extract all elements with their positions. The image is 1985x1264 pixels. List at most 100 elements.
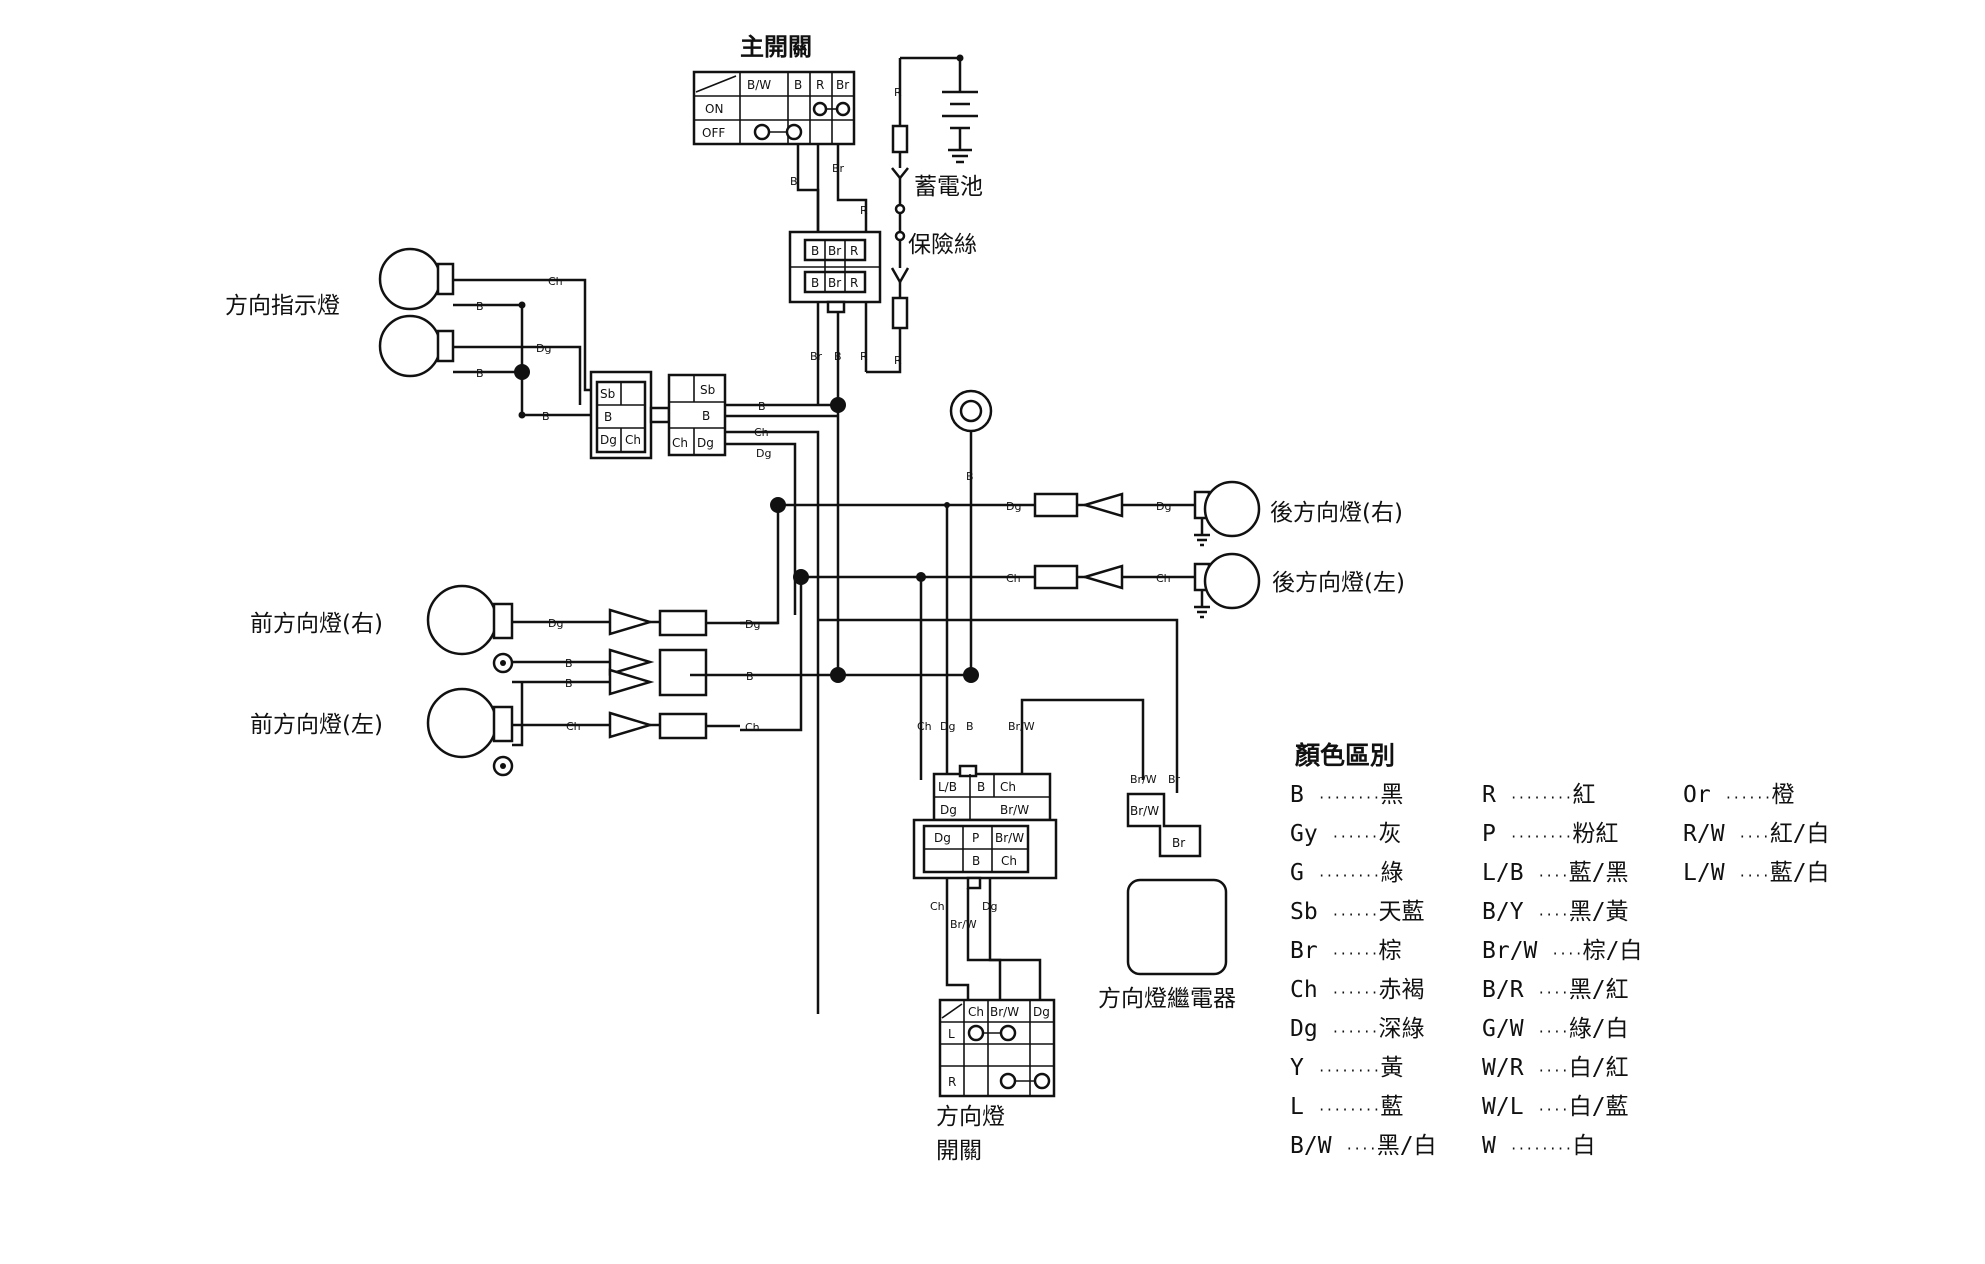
rear-right-label: 後方向燈(右) (1270, 500, 1403, 526)
wire-label-brw-relay: Br/W (1130, 773, 1157, 786)
wire-label-b-lug: B (966, 470, 974, 483)
wire-label-ch-bus: Ch (1006, 572, 1021, 585)
main-conn-bot-r: R (850, 276, 858, 290)
wire-label-ch-3: Ch (754, 426, 769, 439)
front-turn-left: 前方向燈(左) Ch Ch (250, 682, 760, 777)
relay-pin-br: Br (1172, 836, 1185, 850)
legend-entry: Sb ······天藍 (1290, 899, 1425, 925)
wire-label-br-2: Br (810, 350, 823, 363)
ground-lug: B (949, 389, 993, 670)
fuse-label: 保險絲 (908, 232, 977, 258)
wire-label-b-1: B (790, 175, 798, 188)
wire-label-ch-ind: Ch (548, 275, 563, 288)
sw-bot-b: B (972, 854, 980, 868)
turn-sw-col-ch: Ch (968, 1005, 984, 1019)
sw-top-b: B (977, 780, 985, 794)
legend-entry: Dg ······深綠 (1290, 1016, 1425, 1042)
ind-left-dg: Dg (600, 433, 617, 447)
turn-sw-row-r: R (948, 1075, 956, 1089)
ind-left-sb: Sb (600, 387, 615, 401)
front-left-label: 前方向燈(左) (250, 712, 383, 738)
ind-right-sb: Sb (700, 383, 715, 397)
main-switch-col-b: B (794, 78, 802, 92)
wire-label-b-fr: B (565, 657, 573, 670)
ind-right-ch: Ch (672, 436, 688, 450)
relay-pin-brw: Br/W (1130, 804, 1159, 818)
legend-entry: W ········白 (1482, 1133, 1595, 1159)
legend-entry: B ········黑 (1290, 782, 1403, 808)
legend-entry: B/R ····黑/紅 (1482, 977, 1629, 1003)
main-switch-col-br: Br (836, 78, 849, 92)
legend-entry: Br/W ····棕/白 (1482, 938, 1642, 964)
battery-fuse-circuit: R 蓄電池 保險絲 R (866, 54, 983, 374)
legend-entry: Or ······橙 (1683, 782, 1795, 808)
legend-entry: B/W ····黑/白 (1290, 1133, 1437, 1159)
legend-entry: R ········紅 (1482, 782, 1595, 808)
ind-right-dg: Dg (697, 436, 714, 450)
wire-label-b-ind1: B (476, 300, 484, 313)
sw-bot-ch: Ch (1001, 854, 1017, 868)
main-switch-title: 主開關 (740, 33, 812, 61)
wire-label-b-2: B (834, 350, 842, 363)
switch-connector: Ch Dg B Br/W L/B B Ch Dg Br/W Dg P Br/W … (912, 698, 1145, 1000)
legend-entry: W/L ····白/藍 (1482, 1094, 1629, 1120)
rear-left-label: 後方向燈(左) (1272, 570, 1405, 596)
wire-label-r-1: R (860, 204, 868, 217)
wire-label-dg-3: Dg (756, 447, 771, 460)
legend-entry: Ch ······赤褐 (1290, 977, 1425, 1003)
indicator-lamp-label: 方向指示燈 (225, 293, 340, 319)
front-turn-right: 前方向燈(右) Dg Dg B B (250, 584, 778, 697)
main-switch: 主開關 B/W B R Br ON OFF (692, 33, 856, 146)
wire-label-r-2: R (860, 350, 868, 363)
turn-switch: Ch Br/W Dg L R 方向燈 開關 (936, 998, 1056, 1164)
legend-entry: P ········粉紅 (1482, 821, 1618, 847)
sw-top-lb: L/B (938, 780, 957, 794)
wire-label-b-ind2: B (476, 367, 484, 380)
rear-turn-left: Ch 後方向燈(左) (1033, 552, 1405, 619)
wire-label-dg-sw: Dg (940, 720, 955, 733)
wire-label-b-ind3: B (542, 410, 550, 423)
battery-label: 蓄電池 (914, 174, 983, 200)
sw-top-dg: Dg (940, 803, 957, 817)
main-switch-col-bw: B/W (747, 78, 771, 92)
legend-title: 顏色區別 (1295, 741, 1395, 770)
main-switch-col-r: R (816, 78, 824, 92)
main-switch-row-off: OFF (702, 126, 725, 140)
legend-entry: L/B ····藍/黑 (1482, 860, 1629, 886)
turn-sw-col-dg: Dg (1033, 1005, 1050, 1019)
wire-label-b-sw: B (966, 720, 974, 733)
legend-entry: Y ········黃 (1290, 1055, 1403, 1081)
legend-entry: W/R ····白/紅 (1482, 1055, 1629, 1081)
legend-entry: Gy ······灰 (1290, 821, 1402, 847)
wire-label-b-3: B (758, 400, 766, 413)
main-conn-top-b: B (811, 244, 819, 258)
main-connector: B Br R B Br R (788, 230, 882, 314)
turn-sw-col-brw: Br/W (990, 1005, 1019, 1019)
wire-label-ch-fl: Ch (566, 720, 581, 733)
wire-label-b-fl: B (565, 677, 573, 690)
wire-label-dg-fr: Dg (548, 617, 563, 630)
wire-label-dg-rr: Dg (1156, 500, 1171, 513)
wire-label-b-bus: B (746, 670, 754, 683)
wire-label-dg-ind: Dg (536, 342, 551, 355)
wire-label-ch-sw2: Ch (930, 900, 945, 913)
sw-top-ch: Ch (1000, 780, 1016, 794)
wire-label-r-fuse: R (894, 354, 902, 367)
wire-label-ch-fl2: Ch (745, 721, 760, 734)
sw-top-brw: Br/W (1000, 803, 1029, 817)
wire-label-ch-rl: Ch (1156, 572, 1171, 585)
turn-switch-label-2: 開關 (936, 1138, 982, 1164)
legend-entry: L/W ····藍/白 (1683, 860, 1830, 886)
main-conn-bot-br: Br (828, 276, 841, 290)
turn-relay: 方向燈繼電器 (1098, 878, 1236, 1012)
legend-entry: B/Y ····黑/黃 (1482, 899, 1629, 925)
wire-label-dg-bus: Dg (1006, 500, 1021, 513)
wire-label-brw-sw2: Br/W (950, 918, 977, 931)
sw-bot-p: P (972, 831, 979, 845)
ind-left-b: B (604, 410, 612, 424)
color-legend: 顏色區別 B ········黑Gy ······灰G ········綠Sb … (1290, 741, 1830, 1159)
ind-right-b: B (702, 409, 710, 423)
sw-bot-brw: Br/W (995, 831, 1024, 845)
wire-label-br-1: Br (832, 162, 845, 175)
